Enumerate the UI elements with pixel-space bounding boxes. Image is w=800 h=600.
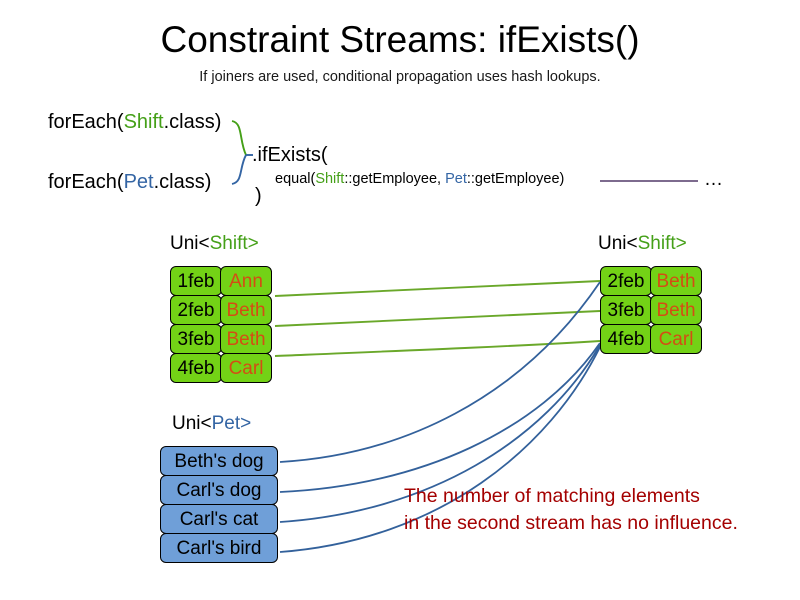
label-pet-prefix: Uni< bbox=[172, 413, 212, 434]
shift-date: 1feb bbox=[170, 266, 222, 296]
brace-lower-pet bbox=[231, 154, 247, 185]
label-right-shift-stream: Uni<Shift> bbox=[598, 232, 687, 255]
table-row[interactable]: 3feb Beth bbox=[170, 324, 272, 354]
shift-date: 3feb bbox=[170, 324, 222, 354]
table-row[interactable]: 4feb Carl bbox=[170, 353, 272, 383]
shift-employee: Ann bbox=[220, 266, 272, 296]
code-equal-joiner: equal(Shift::getEmployee, Pet::getEmploy… bbox=[275, 170, 564, 188]
code-equal-shift-method: ::getEmployee, bbox=[344, 171, 446, 187]
label-right-shift-type: Shift bbox=[637, 233, 676, 254]
pet-stream: Beth's dog Carl's dog Carl's cat Carl's … bbox=[160, 446, 278, 563]
code-equal-shift-type: Shift bbox=[315, 171, 345, 187]
table-row[interactable]: 2feb Beth bbox=[170, 295, 272, 325]
code-close-paren: ) bbox=[255, 185, 262, 207]
table-row[interactable]: 3feb Beth bbox=[600, 295, 702, 325]
list-item[interactable]: Beth's dog bbox=[160, 446, 278, 476]
wire-blue-carls-dog bbox=[279, 342, 601, 493]
code-equal-pet-method: ::getEmployee) bbox=[466, 171, 565, 187]
label-pet-stream: Uni<Pet> bbox=[172, 412, 251, 435]
label-pet-suffix: > bbox=[240, 413, 252, 434]
annotation-line-2: in the second stream has no influence. bbox=[404, 512, 738, 534]
shift-employee: Beth bbox=[650, 266, 702, 296]
label-left-shift-type: Shift bbox=[209, 233, 248, 254]
label-left-shift-prefix: Uni< bbox=[170, 233, 210, 254]
annotation-note: The number of matching elements in the se… bbox=[404, 483, 738, 537]
label-right-shift-suffix: > bbox=[675, 233, 687, 254]
page-subtitle: If joiners are used, conditional propaga… bbox=[199, 69, 601, 85]
shift-date: 4feb bbox=[170, 353, 222, 383]
code-foreach-shift-type: Shift bbox=[123, 111, 164, 133]
shift-date: 2feb bbox=[600, 266, 652, 296]
shift-employee: Beth bbox=[220, 295, 272, 325]
shift-employee: Carl bbox=[220, 353, 272, 383]
equal-connector-line bbox=[600, 180, 698, 182]
label-left-shift-suffix: > bbox=[247, 233, 259, 254]
list-item[interactable]: Carl's dog bbox=[160, 475, 278, 505]
code-foreach-pet-prefix: forEach( bbox=[48, 171, 124, 193]
code-foreach-pet: forEach(Pet.class) bbox=[48, 170, 211, 194]
code-ifexists-call: .ifExists( bbox=[252, 144, 328, 166]
shift-date: 3feb bbox=[600, 295, 652, 325]
label-pet-type: Pet bbox=[211, 413, 241, 434]
brace-upper-shift bbox=[231, 120, 247, 156]
equal-ellipsis: … bbox=[704, 169, 723, 190]
shift-employee: Beth bbox=[650, 295, 702, 325]
shift-employee: Beth bbox=[220, 324, 272, 354]
code-foreach-shift-prefix: forEach( bbox=[48, 111, 124, 133]
wire-green-2feb bbox=[274, 280, 601, 297]
list-item[interactable]: Carl's bird bbox=[160, 533, 278, 563]
table-row[interactable]: 4feb Carl bbox=[600, 324, 702, 354]
label-right-shift-prefix: Uni< bbox=[598, 233, 638, 254]
table-row[interactable]: 2feb Beth bbox=[600, 266, 702, 296]
wire-green-3feb bbox=[274, 310, 601, 327]
code-foreach-pet-suffix: .class) bbox=[153, 171, 212, 193]
code-foreach-pet-type: Pet bbox=[123, 171, 154, 193]
shift-date: 2feb bbox=[170, 295, 222, 325]
page-title: Constraint Streams: ifExists() bbox=[160, 19, 640, 60]
code-foreach-shift-suffix: .class) bbox=[163, 111, 222, 133]
code-foreach-shift: forEach(Shift.class) bbox=[48, 110, 221, 134]
wire-blue-beths-dog bbox=[279, 281, 601, 463]
table-row[interactable]: 1feb Ann bbox=[170, 266, 272, 296]
shift-date: 4feb bbox=[600, 324, 652, 354]
left-shift-stream: 1feb Ann 2feb Beth 3feb Beth 4feb Carl bbox=[170, 266, 272, 383]
code-equal-pet-type: Pet bbox=[445, 171, 467, 187]
wire-green-4feb bbox=[274, 340, 601, 357]
label-left-shift-stream: Uni<Shift> bbox=[170, 232, 259, 255]
right-shift-stream: 2feb Beth 3feb Beth 4feb Carl bbox=[600, 266, 702, 354]
annotation-line-1: The number of matching elements bbox=[404, 485, 700, 507]
list-item[interactable]: Carl's cat bbox=[160, 504, 278, 534]
shift-employee: Carl bbox=[650, 324, 702, 354]
code-equal-prefix: equal( bbox=[275, 171, 316, 187]
